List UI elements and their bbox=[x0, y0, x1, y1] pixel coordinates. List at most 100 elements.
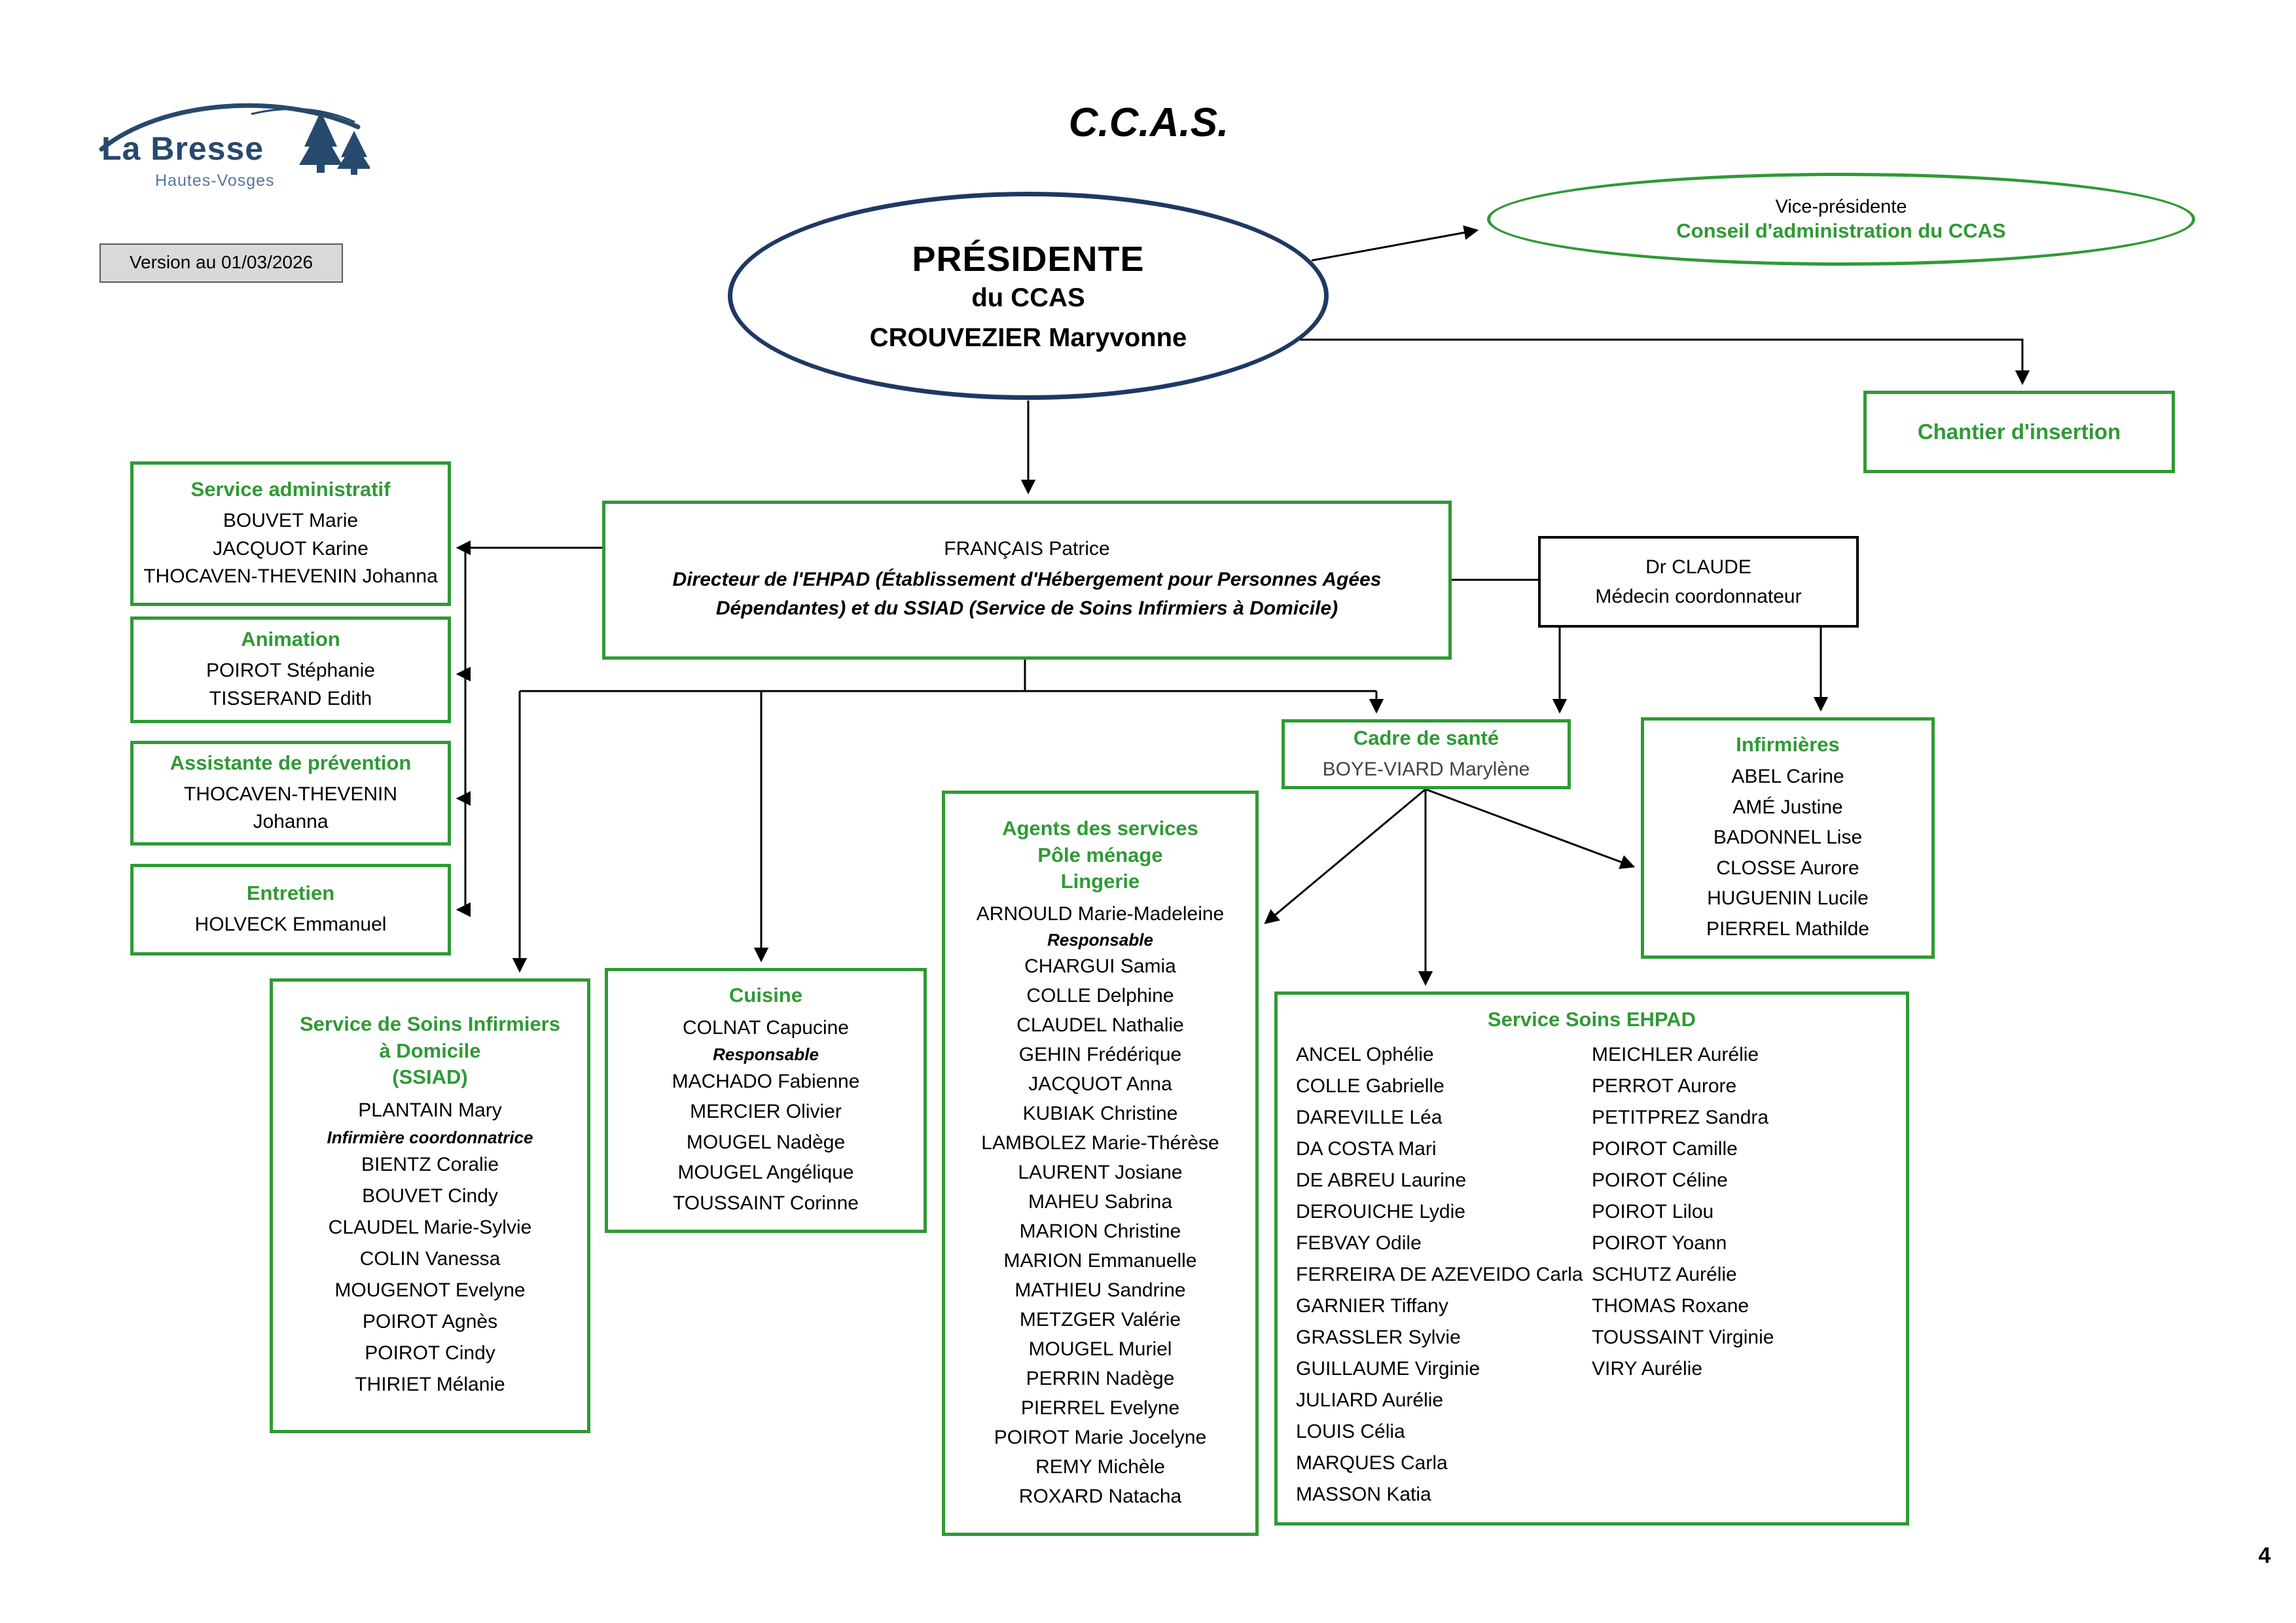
node-directeur: FRANÇAIS Patrice Directeur de l'EHPAD (É… bbox=[602, 501, 1452, 660]
member-name: MARQUES Carla bbox=[1296, 1452, 1448, 1474]
member-name: REMY Michèle bbox=[1035, 1456, 1165, 1478]
member-name: MOUGEL Angélique bbox=[677, 1162, 854, 1183]
box-agents-des-services: Agents des services Pôle ménage Lingerie… bbox=[942, 791, 1259, 1536]
member-name: CHARGUI Samia bbox=[1024, 955, 1176, 978]
member-name: VIRY Aurélie bbox=[1592, 1358, 1702, 1380]
node-medecin-coordonnateur: Dr CLAUDE Médecin coordonnateur bbox=[1538, 536, 1859, 628]
member-name: MASSON Katia bbox=[1296, 1484, 1431, 1506]
member-name: COLIN Vanessa bbox=[359, 1248, 501, 1270]
member-name: PERROT Aurore bbox=[1592, 1075, 1737, 1097]
version-label: Version au 01/03/2026 bbox=[99, 243, 343, 283]
member-name: MERCIER Olivier bbox=[690, 1101, 842, 1122]
member-name: PIERREL Evelyne bbox=[1020, 1397, 1180, 1419]
member-name: FERREIRA DE AZEVEIDO Carla bbox=[1296, 1264, 1583, 1286]
member-name: POIROT Cindy bbox=[365, 1342, 495, 1364]
member-name: DEROUICHE Lydie bbox=[1296, 1201, 1465, 1223]
box-title: Service Soins EHPAD bbox=[1487, 1007, 1696, 1031]
member-name: METZGER Valérie bbox=[1019, 1309, 1181, 1331]
member-list: HOLVECK Emmanuel bbox=[134, 911, 448, 939]
member-name: PETITPREZ Sandra bbox=[1592, 1107, 1769, 1129]
member-name: POIROT Marie Jocelyne bbox=[994, 1427, 1207, 1449]
member-name: GARNIER Tiffany bbox=[1296, 1295, 1448, 1317]
box-title: Chantier d'insertion bbox=[1917, 419, 2121, 444]
member-name: POIROT Lilou bbox=[1592, 1201, 1714, 1223]
presidente-org: du CCAS bbox=[971, 283, 1085, 312]
member-name: BOUVET Marie bbox=[223, 510, 359, 532]
member-name: LAURENT Josiane bbox=[1018, 1162, 1183, 1184]
member-name: MOUGENOT Evelyne bbox=[334, 1279, 526, 1302]
member-name: DAREVILLE Léa bbox=[1296, 1107, 1443, 1129]
member-name: MOUGEL Nadège bbox=[686, 1131, 846, 1153]
member-name: MEICHLER Aurélie bbox=[1592, 1044, 1759, 1066]
lead-role: Responsable bbox=[1047, 930, 1153, 950]
page-title: C.C.A.S. bbox=[1068, 100, 1229, 145]
member-name: BIENTZ Coralie bbox=[361, 1154, 499, 1176]
member-name: CLOSSE Aurore bbox=[1716, 857, 1859, 879]
box-title: Assistante de prévention bbox=[170, 751, 412, 774]
member-name: AMÉ Justine bbox=[1732, 796, 1843, 818]
member-name: POIROT Stéphanie bbox=[206, 660, 375, 682]
member-name: THOMAS Roxane bbox=[1592, 1295, 1749, 1317]
presidente-name: CROUVEZIER Maryvonne bbox=[869, 323, 1187, 352]
member-name: TOUSSAINT Virginie bbox=[1592, 1327, 1774, 1349]
member-name: TOUSSAINT Corinne bbox=[673, 1192, 859, 1214]
member-name: TISSERAND Edith bbox=[209, 687, 372, 709]
member-name: COLLE Delphine bbox=[1026, 985, 1174, 1007]
member-name: BOUVET Cindy bbox=[362, 1185, 498, 1207]
member-name: ROXARD Natacha bbox=[1018, 1486, 1182, 1508]
pine-trees-icon bbox=[299, 111, 370, 175]
box-title: Service administratif bbox=[190, 478, 391, 501]
box-ssiad: Service de Soins Infirmiers à Domicile (… bbox=[270, 978, 590, 1433]
directeur-name: FRANÇAIS Patrice bbox=[944, 538, 1110, 560]
box-title: Agents des services Pôle ménage Lingerie bbox=[1002, 816, 1198, 893]
box-entretien: Entretien HOLVECK Emmanuel bbox=[130, 864, 451, 955]
member-name: ANCEL Ophélie bbox=[1296, 1044, 1434, 1066]
member-list: BOYE-VIARD Marylène bbox=[1285, 756, 1568, 784]
box-title: Infirmières bbox=[1736, 732, 1840, 756]
page-number: 4 bbox=[2258, 1543, 2271, 1568]
member-name: THIRIET Mélanie bbox=[355, 1374, 505, 1396]
lead-name: ARNOULD Marie-Madeleine bbox=[976, 903, 1225, 925]
member-name: DA COSTA Mari bbox=[1296, 1138, 1437, 1160]
medecin-role: Médecin coordonnateur bbox=[1595, 586, 1802, 607]
member-name: THOCAVEN-THEVENIN Johanna bbox=[183, 783, 398, 833]
member-name: ABEL Carine bbox=[1731, 766, 1844, 788]
member-name: GEHIN Frédérique bbox=[1018, 1044, 1182, 1066]
member-name: MAHEU Sabrina bbox=[1028, 1191, 1173, 1213]
member-name: BADONNEL Lise bbox=[1713, 827, 1863, 849]
logo-subtitle: Hautes-Vosges bbox=[155, 171, 275, 190]
member-name: JACQUOT Anna bbox=[1028, 1073, 1172, 1096]
box-title: Entretien bbox=[246, 882, 335, 905]
box-title: Cadre de santé bbox=[1353, 726, 1499, 749]
la-bresse-logo: La Bresse Hautes-Vosges bbox=[95, 86, 370, 204]
member-name: POIROT Yoann bbox=[1592, 1232, 1727, 1255]
member-name: POIROT Agnès bbox=[362, 1311, 498, 1333]
box-title: Animation bbox=[241, 628, 340, 651]
lead-role: Infirmière coordonnatrice bbox=[327, 1128, 533, 1148]
logo-swoosh-trees-icon bbox=[99, 103, 370, 175]
member-name: DE ABREU Laurine bbox=[1296, 1169, 1467, 1192]
member-name: LOUIS Célia bbox=[1296, 1421, 1405, 1443]
box-title: Service de Soins Infirmiers à Domicile (… bbox=[299, 1012, 560, 1089]
member-name: THOCAVEN-THEVENIN Johanna bbox=[143, 565, 438, 588]
member-name: FEBVAY Odile bbox=[1296, 1232, 1422, 1255]
member-name: SCHUTZ Aurélie bbox=[1592, 1264, 1737, 1286]
member-name: MARION Christine bbox=[1019, 1221, 1181, 1243]
box-assistante-prevention: Assistante de prévention THOCAVEN-THEVEN… bbox=[130, 741, 451, 846]
member-name: JULIARD Aurélie bbox=[1296, 1389, 1444, 1412]
logo-name: La Bresse bbox=[101, 130, 264, 167]
vice-presidente-role: Vice-présidente bbox=[1775, 196, 1907, 217]
directeur-role: Directeur de l'EHPAD (Établissement d'Hé… bbox=[672, 569, 1382, 619]
member-name: MATHIEU Sandrine bbox=[1014, 1279, 1186, 1302]
box-cuisine: Cuisine COLNAT Capucine Responsable MACH… bbox=[605, 968, 927, 1233]
